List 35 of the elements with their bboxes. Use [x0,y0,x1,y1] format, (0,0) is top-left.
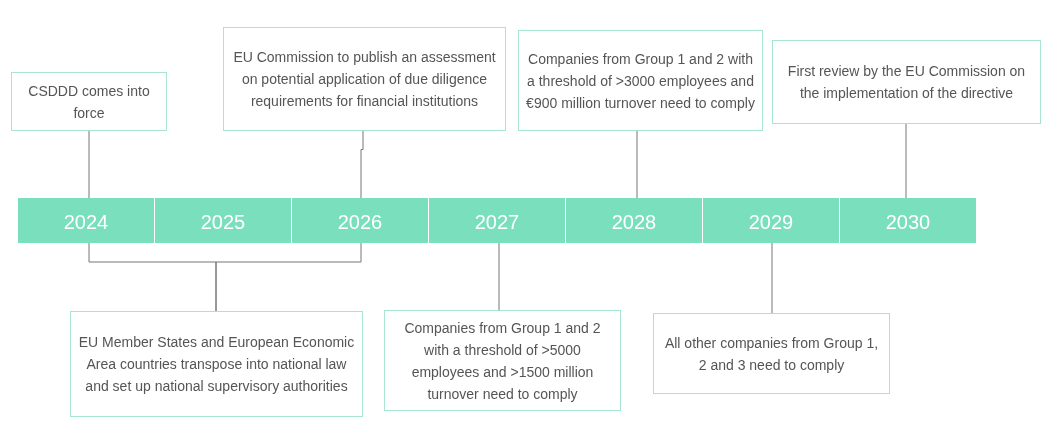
year-label: 2029 [748,211,794,234]
milestone-text: EU Member States and European Economic Area countries transpose into national law and set up national supervisory authorities [77,333,356,396]
timeline-year-segment [429,198,565,243]
year-label: 2024 [63,211,109,234]
milestone-box [223,27,506,131]
milestone-box [70,311,363,417]
year-label: 2026 [337,211,383,234]
timeline-year-segment [155,198,291,243]
connector-line [215,242,362,312]
milestone-text: EU Commission to publish an assessment on potential application of due diligence requirements for financial institutions [232,48,497,111]
milestone-box [653,313,890,394]
connector-line [360,130,364,199]
connector-line [771,242,773,314]
connector-line [498,242,500,311]
connector-line [636,130,638,199]
connector-line [88,130,90,199]
milestone-text: CSDDD comes into force [27,81,151,123]
milestone-box [384,310,621,411]
milestone-text: First review by the EU Commission on the implementation of the directive [786,62,1027,103]
timeline-year-segment [292,198,428,243]
milestone-text: Companies from Group 1 and 2 with a threshold of >3000 employees and €900 million turnover need to comply [525,49,756,113]
year-label: 2025 [200,211,246,234]
milestone-text: All other companies from Group 1, 2 and 3 need to comply [663,333,880,375]
year-label: 2028 [611,211,657,234]
milestone-box [518,30,763,131]
year-label: 2030 [885,211,931,234]
timeline-year-segment [566,198,702,243]
year-label: 2027 [474,211,520,234]
milestone-box [11,72,167,131]
timeline-year-segment [703,198,839,243]
connector-line [905,123,907,199]
milestone-text: Companies from Group 1 and 2 with a threshold of >5000 employees and >1500 million turnover need to comply [403,318,602,404]
timeline-year-segment [18,198,154,243]
milestone-box [772,40,1041,124]
timeline-year-segment [840,198,976,243]
